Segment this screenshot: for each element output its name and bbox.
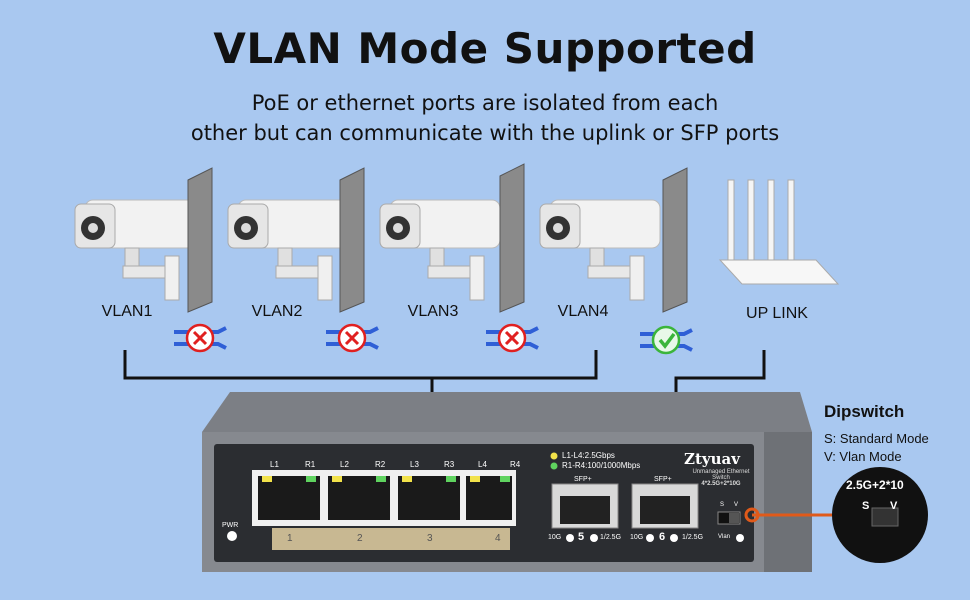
dip-callout-dot [744,507,760,523]
camera-1 [74,199,196,301]
sfp-label-6: SFP+ [654,476,672,483]
brand-name: Ztyuav [684,450,740,468]
wall-2 [339,167,365,313]
sfp-label-5: SFP+ [574,476,592,483]
led-10g-6 [646,534,654,542]
vlan-led [736,534,744,542]
pwr-led [227,531,237,541]
legend-yellow-text: L1-L4:2.5Gbps [562,451,615,460]
sfp6-1g-label: 1/2.5G [682,534,704,541]
legend-green-dot [550,462,558,470]
block-marker-1 [174,323,227,353]
dipswitch-title: Dipswitch [824,402,905,421]
led-1g-5 [590,534,598,542]
model-text: Unmanaged Ethernet Switch 4*2.5G+2*10G [686,469,756,487]
vlan4-label: VLAN4 [557,303,609,320]
led-indicators [262,476,510,482]
dipswitch-standard-mode: S: Standard Mode [824,431,929,446]
legend-green-text: R1-R4:100/1000Mbps [562,461,641,470]
led-label-l4: L4 [478,460,487,469]
port-number-3: 3 [427,533,433,544]
dip-s-label: S [720,502,725,508]
uplink-label: UP LINK [746,305,808,322]
led-label-l3: L3 [410,460,419,469]
model-line-1: Unmanaged Ethernet [692,469,750,475]
dip-zoom-s: S [862,500,870,512]
port-number-4: 4 [495,533,501,544]
sfp5-10g-label: 10G [548,534,562,541]
sfp5-number: 5 [578,531,585,543]
led-label-r2: R2 [375,460,386,469]
model-line-2: Switch [712,475,730,481]
page-title: VLAN Mode Supported [213,24,757,73]
led-label-l1: L1 [270,460,279,469]
led-label-r4: R4 [510,460,521,469]
dip-v-label: V [734,502,739,508]
led-label-l2: L2 [340,460,349,469]
vlan2-label: VLAN2 [251,303,303,320]
rj45-ports [258,476,512,520]
wall-1 [187,167,213,313]
dip-zoom-v: V [890,500,898,512]
block-marker-3 [486,323,539,353]
subtitle-line-1: PoE or ethernet ports are isolated from … [251,91,719,115]
router [718,179,840,285]
camera-2 [227,199,349,301]
led-10g-5 [566,534,574,542]
vlan1-label: VLAN1 [101,303,153,320]
vlan-led-label: Vlan [718,534,731,540]
sfp-ports [551,483,699,529]
wall-4 [662,167,688,313]
pwr-label: PWR [222,522,239,529]
vlan3-label: VLAN3 [407,303,459,320]
subtitle-line-2: other but can communicate with the uplin… [190,121,780,145]
led-label-r1: R1 [305,460,316,469]
camera-3 [379,199,501,301]
legend-yellow-dot [550,452,558,460]
allow-marker [640,325,693,355]
led-label-r3: R3 [444,460,455,469]
port-number-2: 2 [357,533,363,544]
camera-4 [539,199,661,301]
wall-3 [499,163,525,313]
page-subtitle: PoE or ethernet ports are isolated from … [0,88,970,148]
dip-zoom-text: 2.5G+2*10 [846,478,904,492]
model-line-3: 4*2.5G+2*10G [701,481,741,487]
led-1g-6 [670,534,678,542]
sfp5-1g-label: 1/2.5G [600,534,622,541]
block-marker-2 [326,323,379,353]
port-number-1: 1 [287,533,293,544]
dipswitch-vlan-mode: V: Vlan Mode [824,449,902,464]
sfp6-number: 6 [659,531,666,543]
sfp6-10g-label: 10G [630,534,644,541]
